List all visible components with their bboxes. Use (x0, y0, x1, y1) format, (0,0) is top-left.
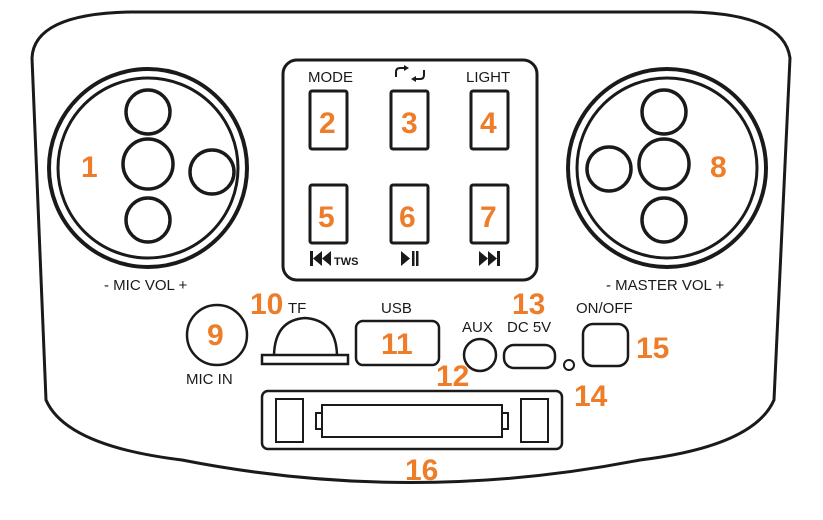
callout-9: 9 (207, 319, 224, 352)
previous-tws-button[interactable] (308, 183, 349, 245)
callout-12: 12 (436, 360, 469, 393)
callout-11: 11 (381, 328, 413, 361)
repeat-icon (395, 65, 425, 82)
dc-input-label: DC 5V (507, 319, 551, 336)
button-cluster-frame (281, 58, 539, 282)
dc-5v-port[interactable] (502, 343, 557, 370)
panel-outline (30, 10, 792, 484)
callout-1: 1 (81, 151, 98, 184)
tf-card-base (260, 353, 350, 366)
mic-volume-label: - MIC VOL + (104, 277, 187, 294)
callout-13: 13 (512, 288, 545, 321)
callout-2: 2 (319, 107, 336, 140)
mode-button[interactable] (308, 89, 349, 151)
next-button[interactable] (469, 183, 510, 245)
callout-5: 5 (318, 201, 335, 234)
play-pause-button[interactable] (389, 183, 430, 245)
usb-label: USB (381, 300, 412, 317)
tf-card-slot[interactable] (272, 316, 339, 356)
usb-port[interactable] (354, 319, 441, 367)
tf-label: TF (288, 300, 306, 317)
aux-label: AUX (462, 319, 493, 336)
callout-4: 4 (480, 107, 497, 140)
mic-in-jack[interactable] (185, 303, 249, 367)
callout-15: 15 (636, 332, 669, 365)
callout-14: 14 (574, 380, 608, 413)
previous-track-icon (310, 251, 331, 266)
next-track-icon (479, 251, 500, 266)
battery-compartment (260, 389, 564, 451)
repeat-button[interactable] (389, 89, 430, 151)
callout-8: 8 (710, 151, 727, 184)
play-pause-icon (401, 251, 419, 266)
tws-label: TWS (334, 256, 358, 268)
light-button[interactable] (469, 89, 510, 151)
callout-10: 10 (250, 288, 283, 321)
callout-3: 3 (401, 107, 418, 140)
master-volume-knob[interactable] (566, 67, 768, 269)
callout-16: 16 (405, 454, 438, 487)
master-volume-label: - MASTER VOL + (606, 277, 724, 294)
callout-7: 7 (480, 201, 497, 234)
mic-in-label: MIC IN (186, 371, 233, 388)
mic-volume-knob[interactable] (47, 67, 249, 269)
callout-6: 6 (399, 201, 416, 234)
indicator-led (563, 359, 575, 371)
mode-label: MODE (308, 69, 353, 86)
power-button[interactable] (581, 322, 630, 368)
light-label: LIGHT (466, 69, 510, 86)
aux-jack[interactable] (462, 337, 498, 373)
power-label: ON/OFF (576, 300, 633, 317)
